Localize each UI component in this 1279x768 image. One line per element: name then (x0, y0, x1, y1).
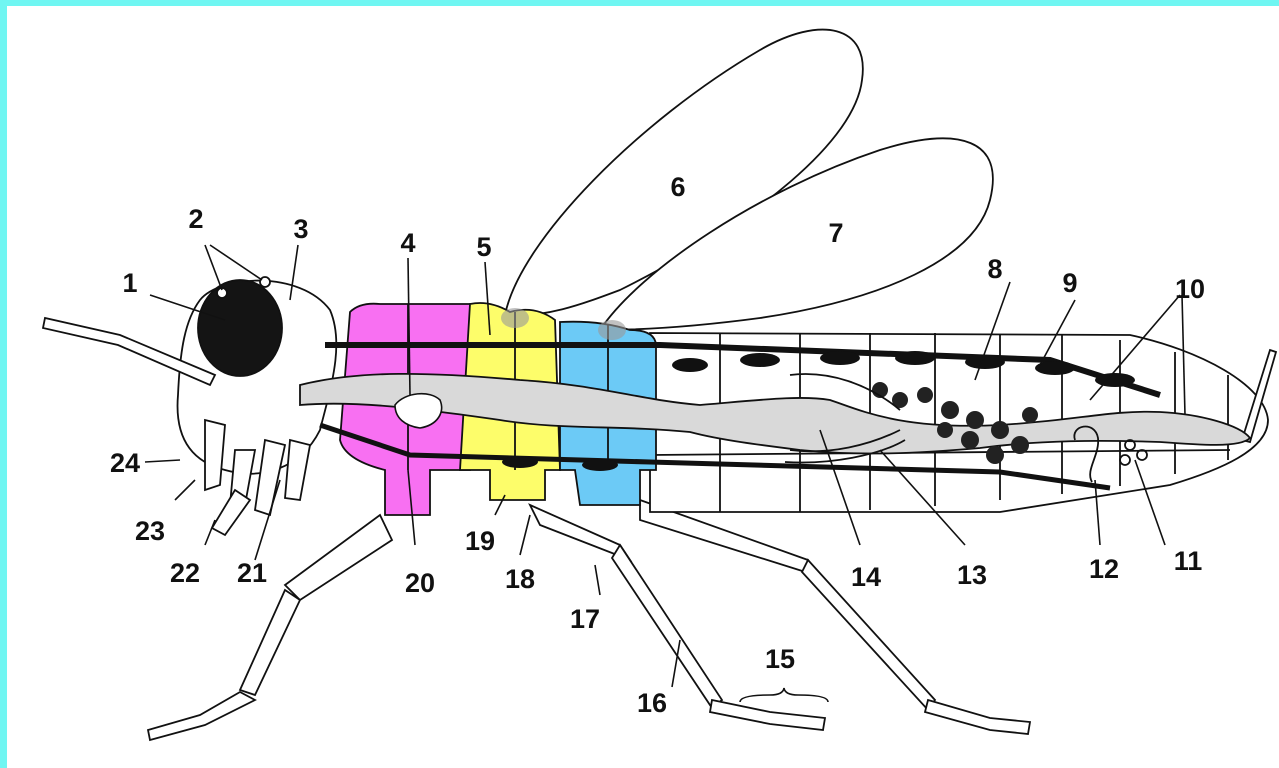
label-12: 12 (1089, 554, 1119, 584)
label-24: 24 (110, 448, 140, 478)
label-21: 21 (237, 558, 267, 588)
label-23: 23 (135, 516, 165, 546)
label-8: 8 (987, 254, 1002, 284)
label-17: 17 (570, 604, 600, 634)
label-18: 18 (505, 564, 535, 594)
label-6: 6 (670, 172, 685, 202)
label-3: 3 (293, 214, 308, 244)
label-15: 15 (765, 644, 795, 674)
label-2: 2 (188, 204, 203, 234)
label-1: 1 (122, 268, 137, 298)
label-14: 14 (851, 562, 881, 592)
label-7: 7 (828, 218, 843, 248)
front-leg (148, 515, 392, 740)
hind-leg (640, 500, 1030, 734)
label-5: 5 (476, 232, 491, 262)
label-4: 4 (400, 228, 415, 258)
label-10: 10 (1175, 274, 1205, 304)
label-13: 13 (957, 560, 987, 590)
ocellus (260, 277, 270, 287)
label-9: 9 (1062, 268, 1077, 298)
label-11: 11 (1174, 546, 1203, 576)
label-20: 20 (405, 568, 435, 598)
label-22: 22 (170, 558, 200, 588)
compound-eye (198, 280, 282, 376)
label-19: 19 (465, 526, 495, 556)
label-16: 16 (637, 688, 667, 718)
tarsus-bracket (740, 688, 828, 702)
